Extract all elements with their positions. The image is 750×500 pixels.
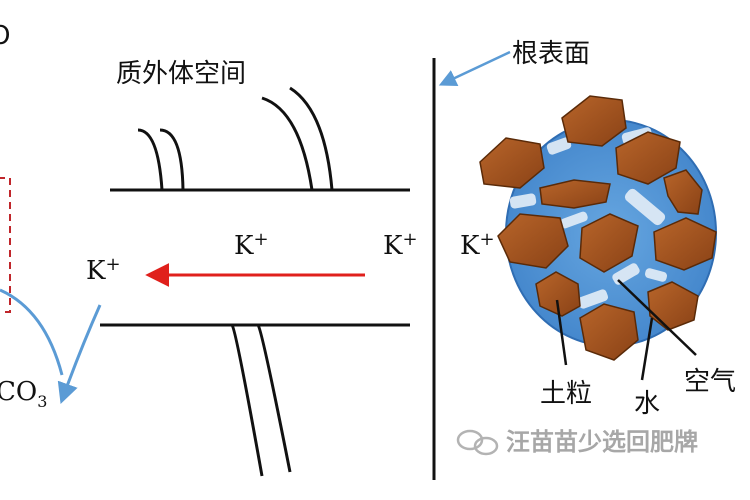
k-ion-middle: K+: [234, 229, 269, 261]
upper-branch-large-outer: [261, 96, 314, 191]
soil-particle-pointer: [555, 299, 568, 366]
particle-6: [497, 213, 569, 269]
water-label: 水: [634, 389, 660, 419]
apoplast-label: 质外体空间: [116, 59, 246, 89]
root-surface-label: 根表面: [512, 39, 590, 69]
soil-particles: [479, 95, 717, 361]
partial-circle-glyph: O: [0, 21, 10, 51]
air-pockets: [509, 127, 693, 309]
particle-3: [615, 131, 681, 185]
watermark-text: 汪苗苗少选回肥牌: [506, 428, 698, 456]
particle-9: [535, 271, 581, 317]
co3-label: CO3: [0, 377, 47, 411]
watermark-logo-icon: [456, 429, 499, 456]
particle-7: [579, 213, 639, 273]
particle-10: [647, 281, 699, 331]
particle-8: [653, 217, 717, 271]
k-ion-wall: K+: [383, 229, 418, 261]
particle-1: [561, 95, 627, 147]
k-ion-left: K+: [86, 254, 121, 286]
soil-particle-label: 土粒: [540, 379, 592, 409]
root-surface-pointer: [438, 50, 511, 86]
upper-branch-large-inner: [289, 86, 334, 191]
particle-5: [663, 169, 703, 215]
air-label: 空气: [684, 367, 736, 397]
soil-aggregate: [479, 95, 717, 361]
dashed-box: [0, 177, 11, 313]
lower-branch-right: [256, 324, 292, 473]
particle-11: [579, 303, 639, 361]
blue-curve-from-box: [0, 288, 64, 376]
watermark: 汪苗苗少选回肥牌: [456, 428, 698, 456]
blue-arrow-from-k: [57, 304, 102, 404]
particle-4: [539, 179, 611, 209]
water-pointer: [640, 317, 654, 381]
k-ion-soil: K+: [460, 229, 495, 261]
upper-branch-small-inner: [159, 128, 185, 191]
air-pointer: [617, 279, 697, 356]
upper-branch-small-outer: [137, 128, 164, 191]
lower-branch-left: [230, 324, 264, 477]
particle-2: [479, 137, 545, 189]
